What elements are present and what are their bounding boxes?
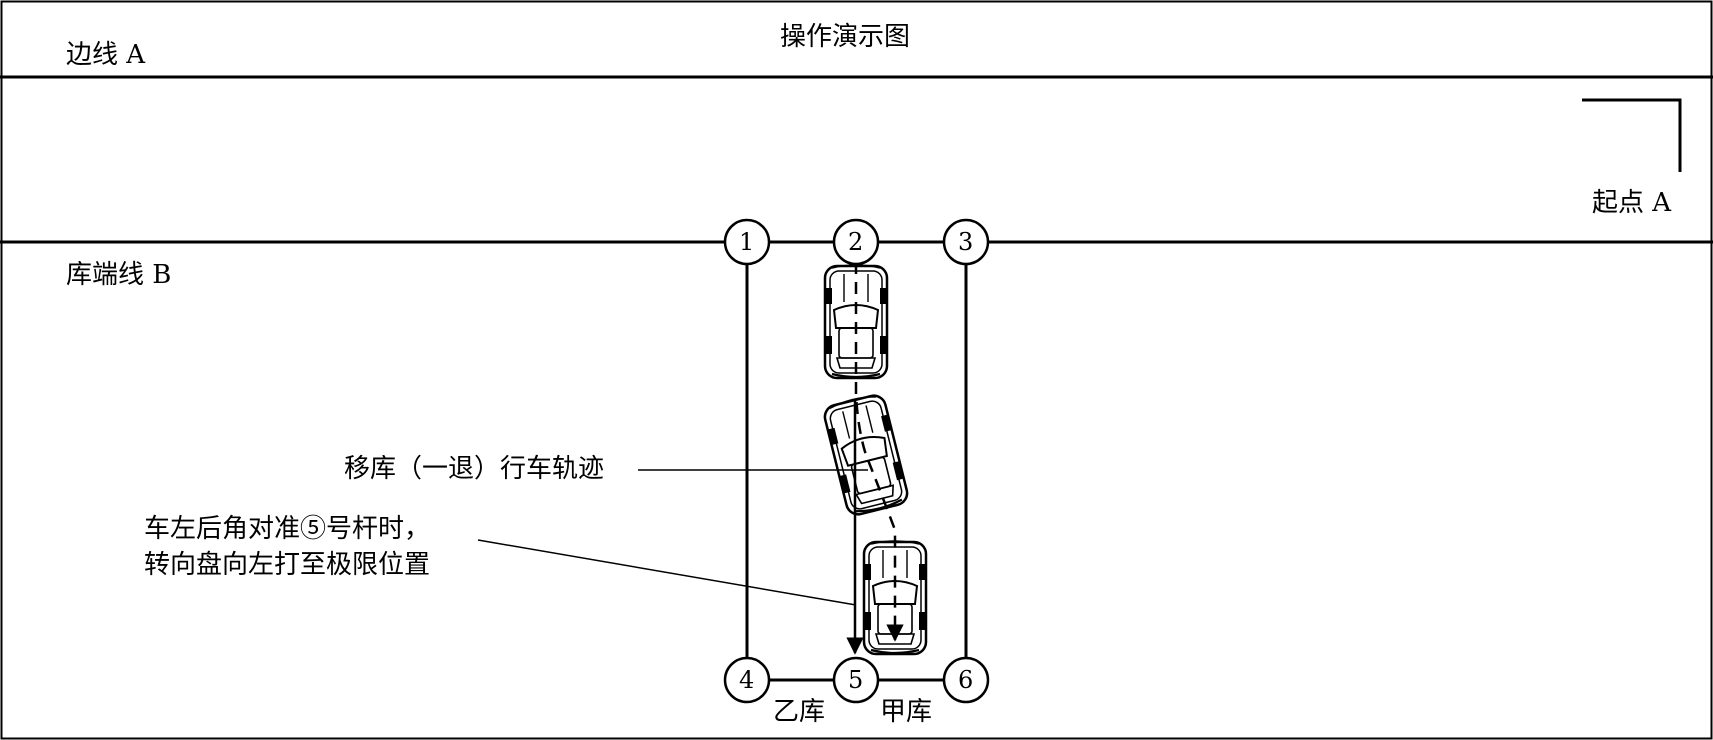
instruction-leader-line (477, 539, 857, 606)
pole-3 (942, 218, 990, 266)
start-point-a-label: 起点 A (1592, 188, 1672, 218)
trajectory-label: 移库（一退）行车轨迹 (344, 454, 605, 484)
pole-5 (832, 656, 880, 704)
start-point-marker (1582, 98, 1682, 172)
instruction-line-2: 转向盘向左打至极限位置 (144, 550, 431, 580)
pole-2 (832, 218, 880, 266)
pole-1-number: 1 (739, 228, 755, 256)
instruction-line-1: 车左后角对准⑤号杆时， (144, 514, 431, 544)
garage-yi-label: 乙库 (773, 697, 826, 727)
car-position-1 (823, 263, 889, 380)
trajectory-dashed-line (854, 262, 904, 642)
garage-jia-label: 甲库 (880, 697, 933, 727)
edge-line-a-label: 边线 A (66, 40, 146, 70)
pole-6 (942, 656, 990, 704)
pole-3-number: 3 (958, 228, 974, 256)
pole-1 (723, 218, 771, 266)
pole-5-number: 5 (848, 666, 864, 694)
diagram-title: 操作演示图 (780, 22, 911, 52)
pole-2-number: 2 (848, 228, 864, 256)
car-position-2 (820, 390, 911, 519)
pole-6-number: 6 (958, 666, 974, 694)
pole-4 (723, 656, 771, 704)
pole-4-number: 4 (739, 666, 755, 694)
garage-end-line-b-label: 库端线 B (66, 260, 172, 290)
